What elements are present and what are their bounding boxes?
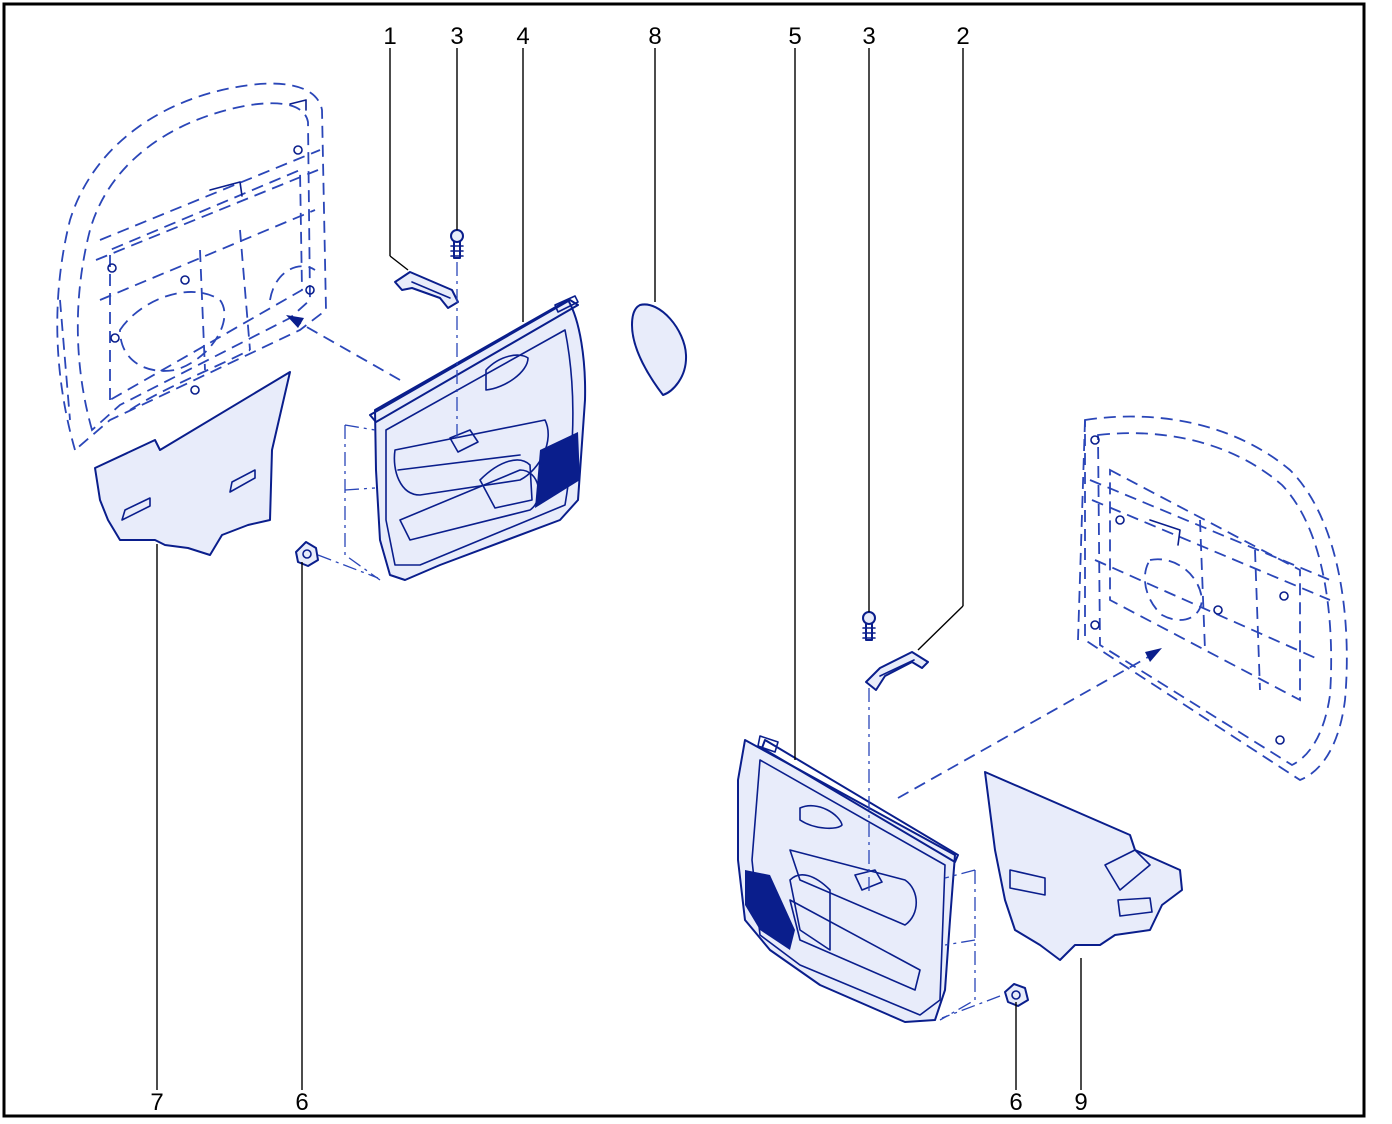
leader-lines bbox=[156, 48, 1082, 1090]
left-screw-part-3 bbox=[450, 229, 464, 259]
right-clip-guide bbox=[939, 869, 976, 1021]
callout-9: 9 bbox=[1074, 1089, 1087, 1116]
callout-3-left: 3 bbox=[450, 23, 463, 50]
right-install-arrow-line bbox=[897, 655, 1151, 799]
left-handle-bracket-part-1 bbox=[394, 271, 459, 309]
left-door-inner-panel bbox=[56, 82, 327, 452]
callout-2: 2 bbox=[956, 23, 969, 50]
right-insulator-part-9 bbox=[984, 771, 1183, 961]
left-install-arrowhead bbox=[286, 315, 304, 328]
left-clip-part-6 bbox=[295, 541, 319, 567]
callout-4: 4 bbox=[516, 23, 529, 50]
left-install-arrow-line bbox=[297, 321, 401, 381]
callout-8: 8 bbox=[648, 23, 661, 50]
callout-3-right: 3 bbox=[862, 23, 875, 50]
callout-5: 5 bbox=[788, 23, 801, 50]
right-door-inner-panel bbox=[1077, 415, 1348, 782]
left-door-trim-panel-part-4 bbox=[369, 295, 587, 581]
right-clip-part-6 bbox=[1004, 983, 1029, 1007]
right-install-arrowhead bbox=[1145, 648, 1162, 662]
right-door-trim-panel-part-5 bbox=[737, 735, 959, 1023]
speaker-cover-part-8 bbox=[631, 303, 688, 396]
diagram-frame bbox=[2, 2, 1366, 1118]
callout-1: 1 bbox=[383, 23, 396, 50]
left-clip-guide bbox=[344, 424, 381, 581]
callout-6-right: 6 bbox=[1009, 1089, 1022, 1116]
callout-6-left: 6 bbox=[295, 1089, 308, 1116]
left-insulator-part-7 bbox=[94, 371, 291, 556]
callout-7: 7 bbox=[150, 1089, 163, 1116]
right-handle-bracket-part-2 bbox=[865, 651, 929, 691]
right-screw-part-3 bbox=[862, 611, 876, 641]
